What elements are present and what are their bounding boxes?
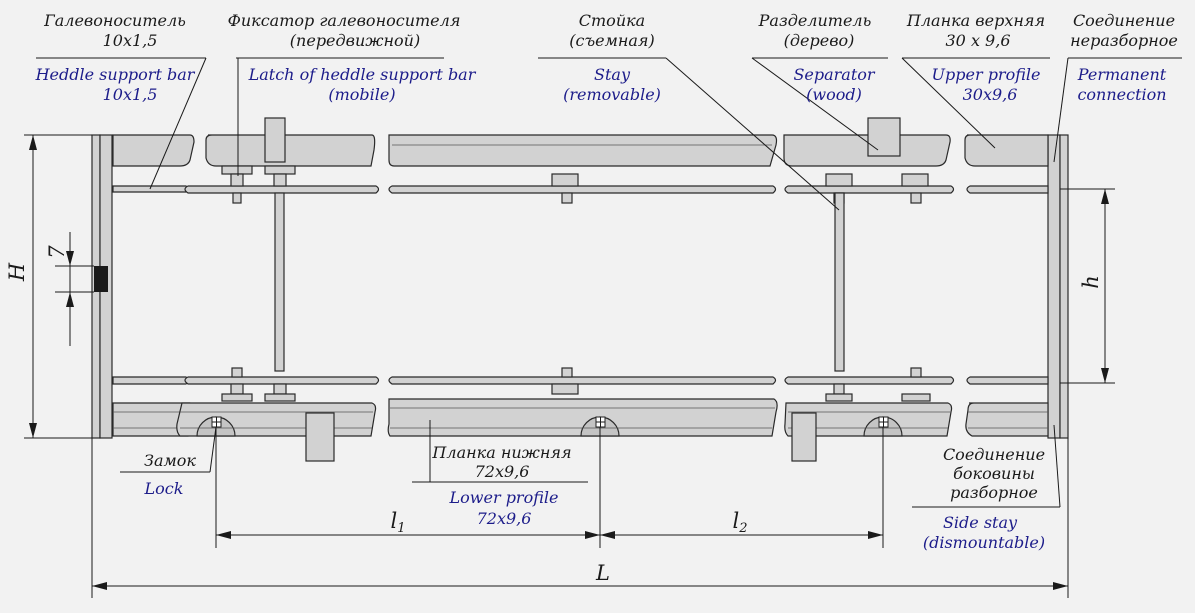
separator-ru-1: Разделитель — [758, 11, 872, 30]
lock-window-2 — [595, 416, 606, 428]
heddle-bar-en-2: 10x1,5 — [103, 85, 158, 104]
stay-en-1: Stay — [594, 65, 631, 84]
dim-l2-base: l — [733, 509, 740, 533]
permanent-en-2: connection — [1077, 85, 1166, 104]
latch-ru-1: Фиксатор галевоносителя — [228, 11, 461, 30]
dimension-lines — [24, 134, 1115, 598]
permanent-ru-2: неразборное — [1070, 31, 1178, 50]
latch-ru-2: (передвижной) — [290, 31, 420, 50]
heddle-bar-ru-2: 10х1,5 — [103, 31, 158, 50]
side-stay-ru-1: Соединение — [943, 445, 1045, 464]
upper-profile — [112, 117, 1049, 167]
side-stay-en-2: (dismountable) — [923, 533, 1045, 552]
dim-l2: l2 — [733, 509, 748, 536]
upper-heddle-bars — [112, 185, 1049, 194]
lock-window-3 — [878, 416, 889, 428]
lock-window-1 — [211, 416, 222, 428]
dim-l1-sub: 1 — [397, 521, 405, 536]
lower-profile-ru-2: 72х9,6 — [475, 462, 530, 481]
latch-en-1: Latch of heddle support bar — [248, 65, 477, 84]
label-side-stay: Соединение боковины разборное Side stay … — [923, 445, 1045, 552]
side-stay-ru-2: боковины — [953, 464, 1035, 483]
dim-l2-sub: 2 — [738, 521, 747, 536]
side-stay-ru-3: разборное — [950, 483, 1038, 502]
latch-en-2: (mobile) — [328, 85, 395, 104]
lock-block-left — [94, 266, 108, 292]
separator-ru-2: (дерево) — [784, 31, 855, 50]
label-upper-profile: Планка верхняя 30 х 9,6 Upper profile 30… — [906, 11, 1045, 104]
stay-ru-2: (съемная) — [569, 31, 655, 50]
leader-lines — [36, 57, 1182, 508]
lower-profile-en-1: Lower profile — [449, 488, 559, 507]
upper-fasteners — [221, 165, 929, 204]
lower-fasteners — [221, 367, 931, 402]
upper-profile-ru-2: 30 х 9,6 — [946, 31, 1011, 50]
left-side-stay — [91, 134, 113, 439]
dim-7: 7 — [45, 245, 69, 259]
upper-profile-ru-1: Планка верхняя — [906, 11, 1045, 30]
dim-h: h — [1079, 275, 1103, 289]
permanent-en-1: Permanent — [1077, 65, 1167, 84]
separator-en-1: Separator — [793, 65, 875, 84]
label-lock: Замок Lock — [144, 451, 197, 498]
lower-profile-ru-1: Планка нижняя — [431, 443, 571, 462]
label-heddle-bar: Галевоноситель 10х1,5 Heddle support bar… — [35, 11, 196, 104]
label-separator: Разделитель (дерево) Separator (wood) — [758, 11, 876, 104]
dim-l1: l1 — [391, 509, 406, 536]
label-permanent: Соединение неразборное Permanent connect… — [1070, 11, 1178, 104]
side-stay-en-1: Side stay — [943, 513, 1018, 532]
heddle-bar-ru-1: Галевоноситель — [43, 11, 186, 30]
lower-heddle-bars — [112, 376, 1049, 385]
removable-stays — [274, 192, 845, 372]
separator-en-2: (wood) — [806, 85, 862, 104]
permanent-ru-1: Соединение — [1073, 11, 1175, 30]
lock-ru: Замок — [144, 451, 196, 470]
right-side-stay — [1047, 134, 1069, 439]
dim-L: L — [595, 561, 610, 585]
upper-profile-en-1: Upper profile — [932, 65, 1041, 84]
dim-l1-base: l — [391, 509, 398, 533]
upper-profile-en-2: 30х9,6 — [963, 85, 1018, 104]
stay-en-2: (removable) — [563, 85, 661, 104]
label-lower-profile: Планка нижняя 72х9,6 Lower profile 72х9,… — [431, 443, 571, 528]
dim-H: H — [5, 262, 29, 282]
label-latch: Фиксатор галевоносителя (передвижной) La… — [228, 11, 477, 104]
heddle-bar-en-1: Heddle support bar — [35, 65, 196, 84]
dimension-labels: H 7 h L l1 l2 — [5, 245, 1103, 585]
lower-profile-en-2: 72х9,6 — [477, 509, 532, 528]
lock-en: Lock — [144, 479, 184, 498]
lower-profile — [112, 398, 1049, 462]
label-stay: Стойка (съемная) Stay (removable) — [563, 11, 661, 104]
stay-ru-1: Стойка — [579, 11, 645, 30]
